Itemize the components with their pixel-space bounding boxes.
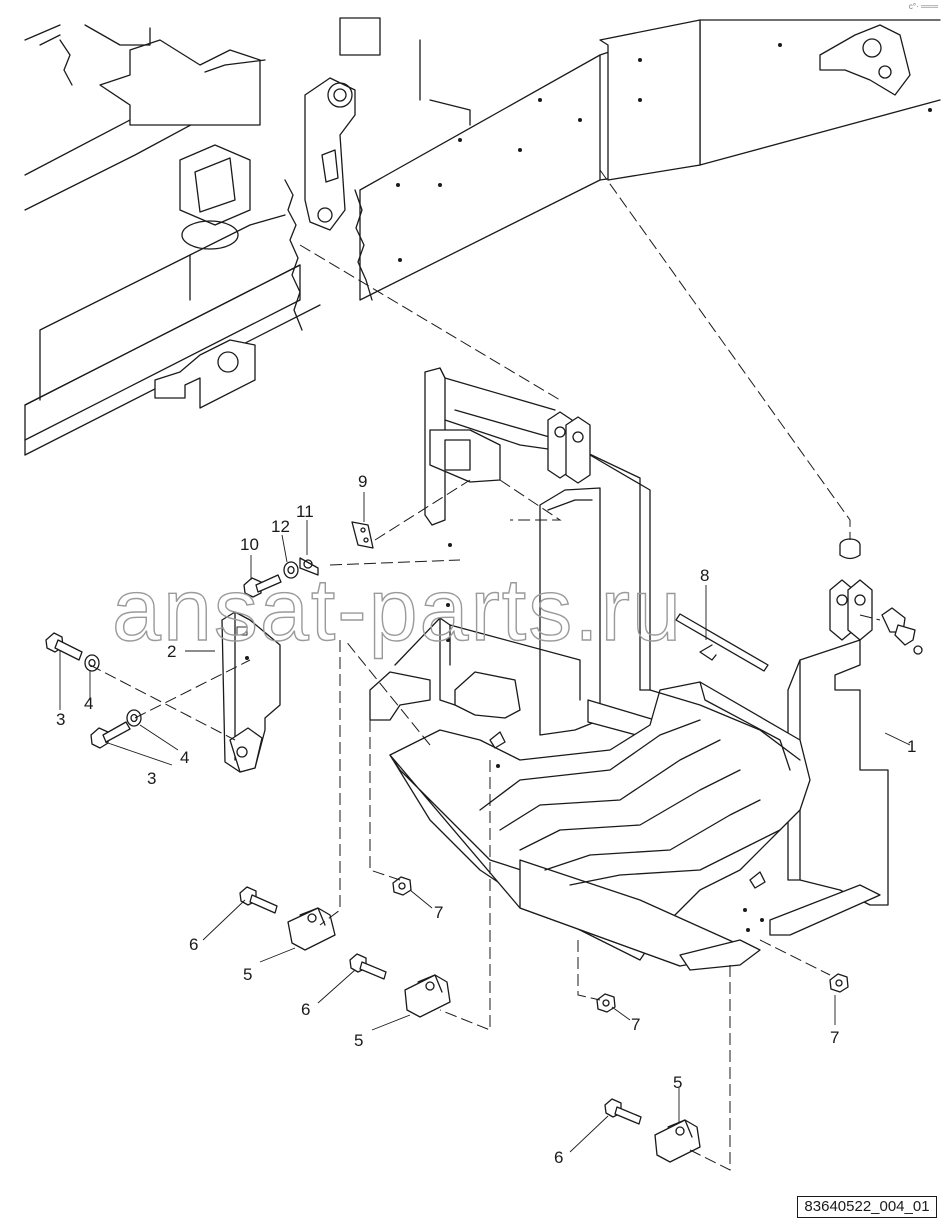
callout-6-b: 6 [301, 1000, 310, 1019]
callout-9: 9 [358, 472, 367, 491]
callout-7-c: 7 [830, 1028, 839, 1047]
callout-3-upper: 3 [56, 710, 65, 729]
callout-6-a: 6 [189, 935, 198, 954]
reference-number-label: 83640522_004_01 [797, 1196, 937, 1218]
callout-5-a: 5 [243, 965, 252, 984]
machine-frame [24, 17, 941, 456]
assembly-lines [89, 169, 881, 1171]
callout-7-a: 7 [434, 903, 443, 922]
callout-5-b: 5 [354, 1031, 363, 1050]
callout-2: 2 [167, 642, 176, 661]
callout-11: 11 [296, 502, 314, 521]
callout-12: 12 [271, 517, 290, 536]
leader-lines [59, 492, 911, 1153]
callout-1: 1 [907, 737, 916, 756]
callout-5-c: 5 [673, 1073, 682, 1092]
callout-labels: 1 2 3 4 3 4 5 5 5 6 6 6 7 7 7 8 9 10 11 … [56, 472, 916, 1167]
callout-4-lower: 4 [180, 748, 189, 767]
footstep-assembly [369, 367, 889, 971]
callout-7-b: 7 [631, 1015, 640, 1034]
watermark-text: ansat-parts.ru [112, 560, 683, 659]
callout-8: 8 [700, 566, 709, 585]
corner-mark: c°· ═══ [908, 2, 938, 11]
callout-4-upper: 4 [84, 694, 93, 713]
mounting-plate-part-2 [221, 611, 281, 773]
fasteners [45, 521, 923, 1163]
callout-6-c: 6 [554, 1148, 563, 1167]
callout-3-lower: 3 [147, 769, 156, 788]
callout-10: 10 [240, 535, 259, 554]
